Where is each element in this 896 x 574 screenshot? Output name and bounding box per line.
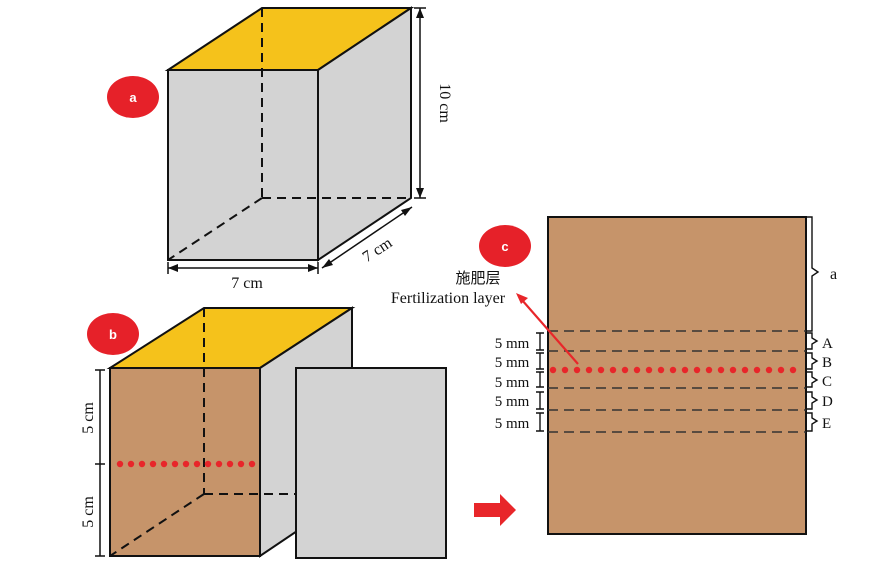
- badge-c-label: c: [501, 239, 508, 254]
- box-a-hidden-edge-diagonal: [167, 197, 263, 261]
- badge-b-label: b: [109, 327, 117, 342]
- height-arrowhead-bottom: [416, 188, 424, 198]
- fertilization-pointer-arrowhead: [516, 293, 528, 304]
- box-b-hidden-edge-diagonal: [109, 493, 205, 557]
- upper-depth-label: 5 cm: [80, 402, 97, 434]
- badge-a-label: a: [129, 90, 137, 105]
- layer-d-thickness: 5 mm: [495, 394, 530, 410]
- width-label: 7 cm: [231, 275, 263, 292]
- fertilization-label-en: Fertilization layer: [391, 290, 506, 307]
- soil-column: [547, 216, 807, 535]
- layer-d-letter: D: [822, 394, 833, 410]
- panel-b: 5 cm 5 cm b: [80, 306, 447, 559]
- fertilization-pointer-line: [521, 299, 579, 365]
- panel-c: 施肥层 Fertilization layer 5 mm 5 mm 5 mm 5…: [391, 216, 837, 535]
- depth-arrowhead-back: [401, 207, 412, 216]
- right-arrow-icon: [474, 494, 516, 526]
- layer-braces: [806, 216, 820, 432]
- layer-a-thickness: 5 mm: [495, 336, 530, 352]
- layer-a-letter: A: [822, 336, 833, 352]
- lower-depth-label: 5 cm: [80, 496, 97, 528]
- height-arrowhead-top: [416, 8, 424, 18]
- box-a-front-face: [167, 69, 319, 261]
- depth-dimension-line: [321, 206, 413, 269]
- width-arrowhead-left: [168, 264, 178, 272]
- layer-b-thickness: 5 mm: [495, 355, 530, 371]
- height-label: 10 cm: [436, 83, 453, 123]
- layer-c-thickness: 5 mm: [495, 375, 530, 391]
- thickness-brackets: [536, 332, 544, 432]
- panel-a: 10 cm 7 cm 7 cm a: [107, 6, 453, 292]
- layer-top-letter: a: [830, 266, 837, 283]
- badge-b-icon: [87, 313, 139, 355]
- removed-side-panel: [295, 367, 447, 559]
- layer-e-letter: E: [822, 416, 831, 432]
- depth-arrowhead-front: [322, 259, 333, 268]
- layer-e-thickness: 5 mm: [495, 416, 530, 432]
- badge-c-icon: [479, 225, 531, 267]
- layer-c-letter: C: [822, 374, 832, 390]
- fertilization-label-cn: 施肥层: [455, 270, 500, 287]
- box-b-fertilizer-dots: [116, 460, 256, 468]
- width-arrowhead-right: [308, 264, 318, 272]
- column-fertilizer-dots: [549, 366, 797, 374]
- badge-a-icon: [107, 76, 159, 118]
- slice-lines: [548, 330, 806, 433]
- layer-b-letter: B: [822, 355, 832, 371]
